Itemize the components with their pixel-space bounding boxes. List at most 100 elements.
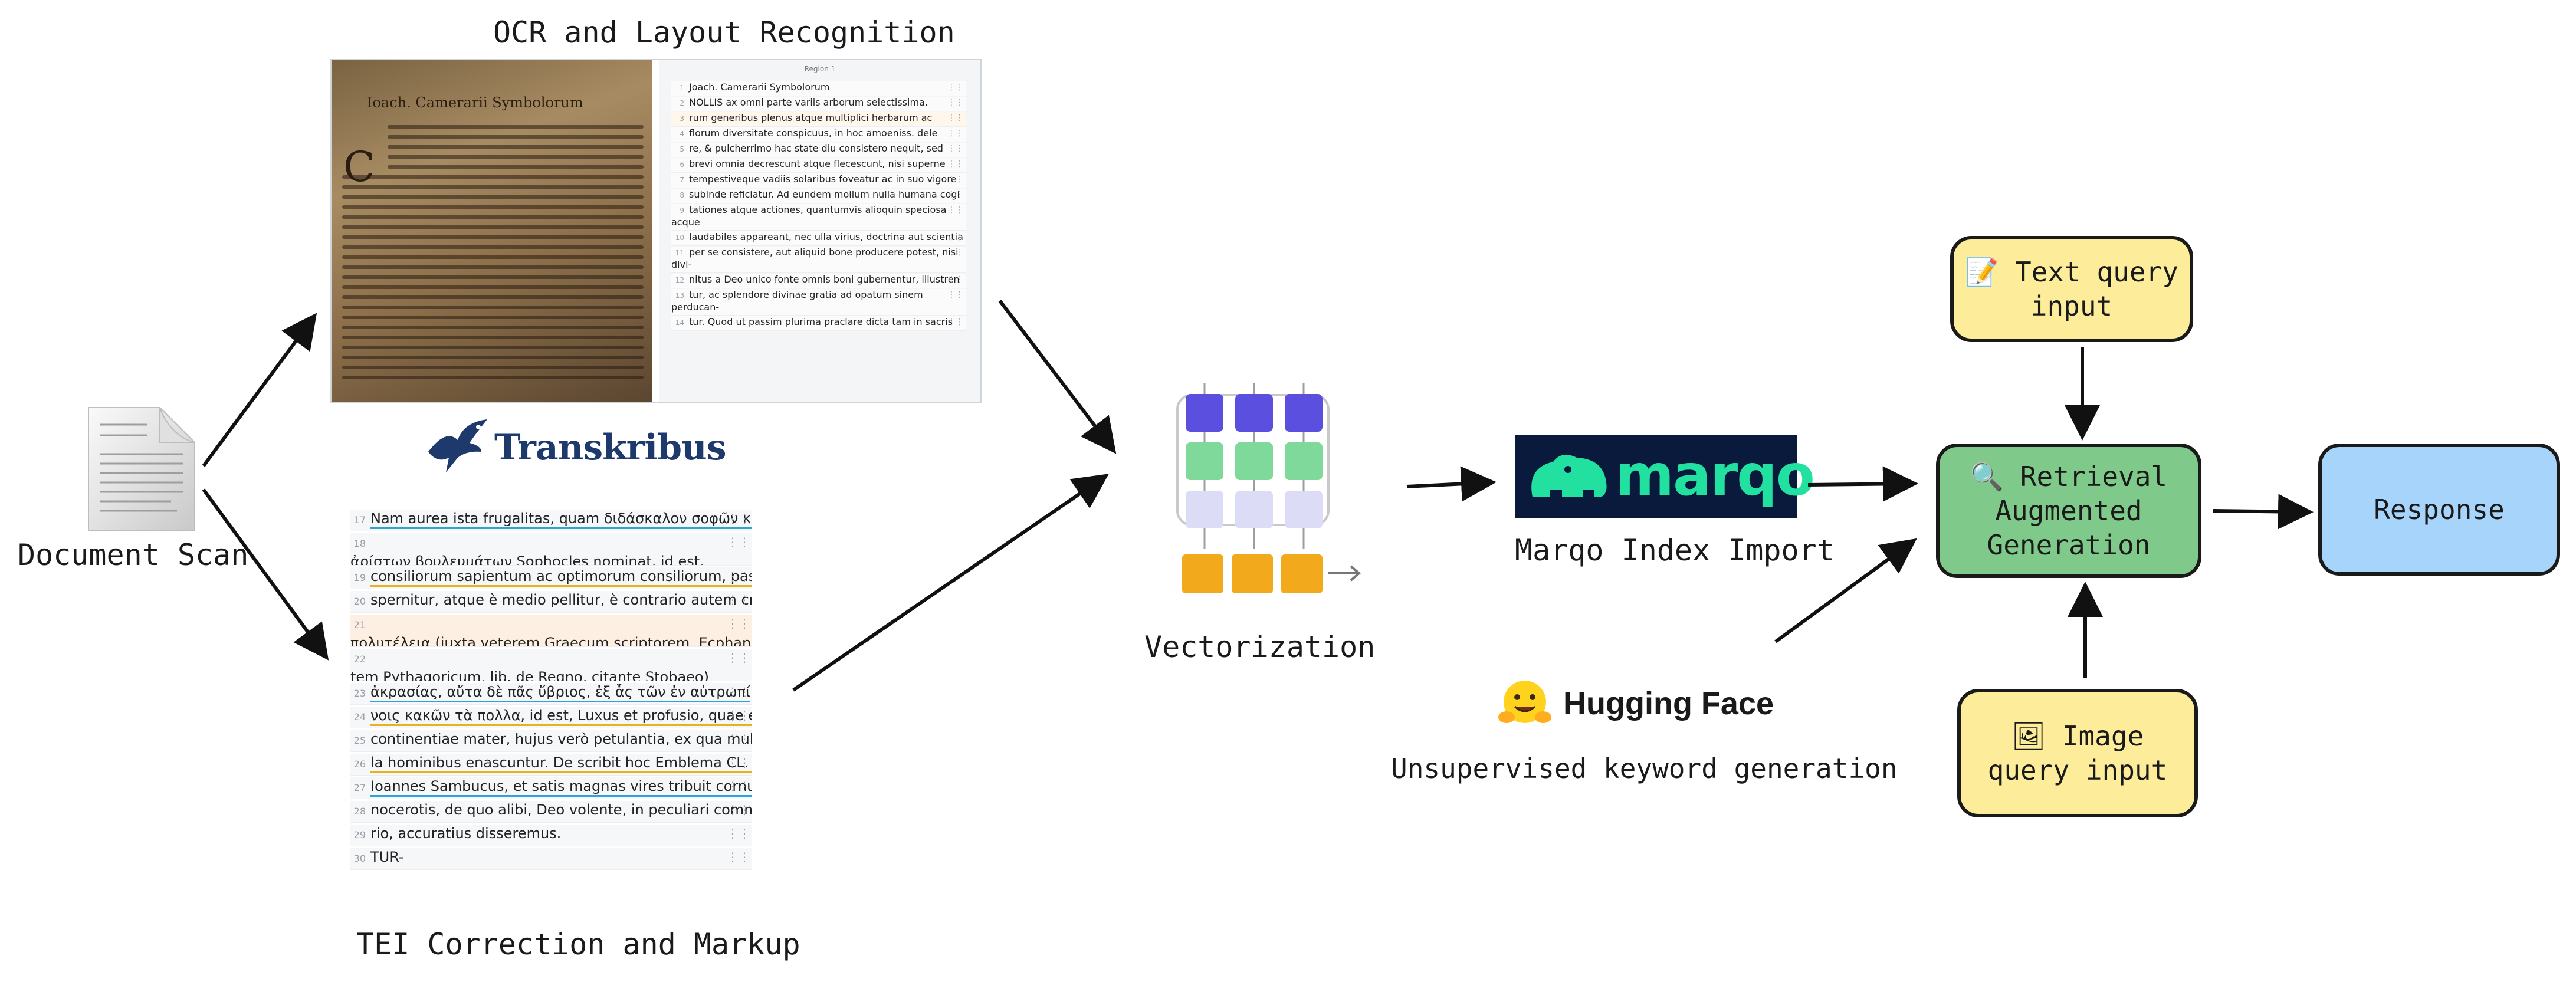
vector-output-arrow-icon xyxy=(1328,565,1361,582)
drag-handle-icon[interactable]: ⋮⋮ xyxy=(727,593,750,607)
response-box: Response xyxy=(2318,444,2560,576)
scan-text-line xyxy=(342,245,644,249)
vector-cell xyxy=(1235,394,1273,432)
region-row-number: 5 xyxy=(680,145,684,153)
region-row-number: 6 xyxy=(680,160,684,169)
vector-cell xyxy=(1186,394,1223,432)
image-query-line1: Image xyxy=(2062,720,2144,752)
drag-handle-icon[interactable]: ⋮⋮ xyxy=(947,98,964,107)
tei-row-number: 20 xyxy=(353,596,366,607)
region-row-text: per se consistere, aut aliquid bone prod… xyxy=(671,247,959,270)
region-row-text: re, & pulcherrimo hac state diu consiste… xyxy=(689,143,943,154)
drag-handle-icon[interactable]: ⋮⋮ xyxy=(727,732,750,746)
embedding-output-cell xyxy=(1232,554,1273,593)
tei-row-number: 22 xyxy=(353,653,366,665)
vector-cell xyxy=(1186,491,1223,528)
drag-handle-icon[interactable]: ⋮⋮ xyxy=(947,275,964,284)
drag-handle-icon[interactable]: ⋮⋮ xyxy=(947,190,964,199)
drag-handle-icon[interactable]: ⋮⋮ xyxy=(727,511,750,526)
drag-handle-icon[interactable]: ⋮⋮ xyxy=(727,779,750,793)
scan-text-line xyxy=(342,295,644,299)
drag-handle-icon[interactable]: ⋮⋮ xyxy=(727,850,750,864)
drag-handle-icon[interactable]: ⋮⋮ xyxy=(727,756,750,770)
drag-handle-icon[interactable]: ⋮⋮ xyxy=(947,129,964,138)
drag-handle-icon[interactable]: ⋮⋮ xyxy=(727,651,750,665)
tei-row-text: spernitur, atque è medio pellitur, è con… xyxy=(370,592,752,608)
drag-handle-icon[interactable]: ⋮⋮ xyxy=(947,113,964,123)
region-row-number: 2 xyxy=(680,99,684,107)
drag-handle-icon[interactable]: ⋮⋮ xyxy=(947,205,964,215)
drag-handle-icon[interactable]: ⋮⋮ xyxy=(947,144,964,153)
region-row-text: rum generibus plenus atque multiplici he… xyxy=(689,112,933,123)
drag-handle-icon[interactable]: ⋮⋮ xyxy=(947,175,964,184)
region-row-text: NOLLIS ax omni parte variis arborum sele… xyxy=(689,97,928,108)
transkribus-logo: Transkribus xyxy=(422,416,727,475)
vector-cell xyxy=(1285,394,1323,432)
drag-handle-icon[interactable]: ⋮⋮ xyxy=(727,569,750,583)
region-row-text: tempestiveque vadiis solaribus foveatur … xyxy=(689,173,957,185)
drag-handle-icon[interactable]: ⋮⋮ xyxy=(947,232,964,242)
tei-row-number: 30 xyxy=(353,853,366,864)
drag-handle-icon[interactable]: ⋮⋮ xyxy=(727,803,750,817)
magnifier-icon: 🔍 xyxy=(1970,461,2004,492)
region-row-number: 14 xyxy=(675,318,684,327)
vector-cell xyxy=(1186,442,1223,480)
tei-title: TEI Correction and Markup xyxy=(356,927,800,961)
drag-handle-icon[interactable]: ⋮⋮ xyxy=(947,159,964,169)
arrow-tei-to-vector xyxy=(792,474,1109,692)
region-row[interactable]: 5 re, & pulcherrimo hac state diu consist… xyxy=(671,143,966,157)
tei-row-number: 27 xyxy=(353,782,366,793)
region-row[interactable]: 2 NOLLIS ax omni parte variis arborum sel… xyxy=(671,97,966,111)
drag-handle-icon[interactable]: ⋮⋮ xyxy=(947,317,964,327)
tei-row[interactable]: 21πολυτέλεια (juxta veterem Graecum scri… xyxy=(350,615,752,647)
drag-handle-icon[interactable]: ⋮⋮ xyxy=(947,290,964,300)
region-row-text: tur, ac splendore divinae gratia ad opat… xyxy=(671,289,923,313)
drag-handle-icon[interactable]: ⋮⋮ xyxy=(947,248,964,257)
tei-row[interactable]: 20 spernitur, atque è medio pellitur, è c… xyxy=(350,591,752,613)
drag-handle-icon[interactable]: ⋮⋮ xyxy=(727,826,750,840)
drag-handle-icon[interactable]: ⋮⋮ xyxy=(727,535,750,549)
tei-row-number: 23 xyxy=(353,688,366,699)
marqo-logo: marqo xyxy=(1515,435,1815,518)
drag-handle-icon[interactable]: ⋮⋮ xyxy=(947,83,964,92)
drag-handle-icon[interactable]: ⋮⋮ xyxy=(727,685,750,699)
text-query-input-box: 📝 Text query input xyxy=(1950,236,2193,342)
tei-row-number: 25 xyxy=(353,735,366,746)
tei-row[interactable]: 22tem Pythagoricum, lib. de Regno, citan… xyxy=(350,649,752,681)
region-row-number: 4 xyxy=(680,130,684,138)
embedding-output-cell xyxy=(1182,554,1223,593)
scan-text-line xyxy=(342,316,644,319)
drag-handle-icon[interactable]: ⋮⋮ xyxy=(727,708,750,722)
tei-row-text: la hominibus enascuntur. De scribit hoc … xyxy=(370,754,752,773)
scan-text-line xyxy=(388,125,644,129)
tei-row[interactable]: 18ἀρίστων βουλευμάτων Sophocles nominat,… xyxy=(350,533,752,566)
scan-text-line xyxy=(342,336,644,339)
scan-text-line xyxy=(342,306,644,309)
region-row-text: tationes atque actiones, quantumvis alio… xyxy=(671,204,947,228)
ocr-screenshot: Ioach. Camerarii Symbolorum C Region 1 1… xyxy=(330,59,982,403)
marqo-wordmark: marqo xyxy=(1615,442,1815,508)
drag-handle-icon[interactable]: ⋮⋮ xyxy=(727,616,750,630)
